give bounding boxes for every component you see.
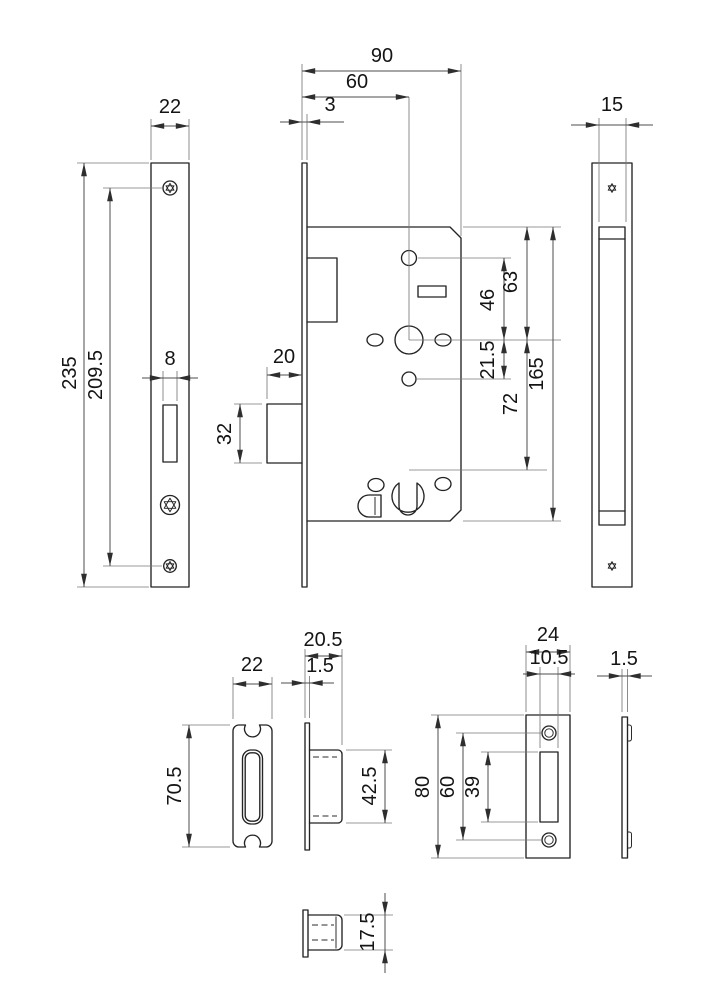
strike-screw-hole-top bbox=[541, 725, 557, 741]
dim-strike-height: 80 bbox=[412, 776, 434, 798]
insert-opening-inner bbox=[244, 752, 261, 822]
dim-insert-height: 70.5 bbox=[164, 767, 186, 806]
latch-bolt bbox=[306, 257, 338, 323]
strike-plate-outline bbox=[525, 714, 571, 859]
torx-screw-middle-icon bbox=[159, 494, 181, 516]
dim-faceplate-height: 235 bbox=[59, 356, 81, 389]
dim-strike-thickness: 1.5 bbox=[610, 648, 638, 670]
box-outline bbox=[307, 914, 343, 951]
side-faceplate-outline bbox=[591, 162, 633, 588]
dim-top-hole-to-follower: 46 bbox=[477, 289, 499, 311]
dim-case-thickness: 15 bbox=[601, 94, 623, 116]
insert-box bbox=[308, 749, 343, 824]
dim-follower-to-lower-hole: 21.5 bbox=[477, 341, 499, 380]
slot-hole bbox=[417, 285, 447, 298]
box-top-view: 17.5 bbox=[302, 893, 393, 973]
insert-plate-outline bbox=[232, 724, 273, 848]
fixing-hole-left bbox=[366, 333, 384, 347]
strike-tab-top bbox=[627, 724, 632, 742]
dim-strike-width: 24 bbox=[537, 624, 559, 646]
deadbolt bbox=[266, 403, 303, 464]
torx-screw-bottom-icon bbox=[607, 561, 617, 569]
lower-hole bbox=[401, 371, 417, 387]
dim-backset: 60 bbox=[346, 71, 368, 93]
dim-insert-box-height: 42.5 bbox=[359, 767, 381, 806]
faceplate-edge bbox=[301, 162, 308, 588]
dim-strike-slot-width: 10.5 bbox=[530, 647, 569, 669]
strike-plate-front-view: 24 10.5 80 60 39 bbox=[412, 624, 575, 859]
dim-insert-depth: 20.5 bbox=[304, 629, 343, 651]
strike-screw-hole-bottom bbox=[541, 832, 557, 848]
strike-plate-side-view: 1.5 bbox=[597, 648, 652, 859]
case-side-view: 15 bbox=[571, 94, 653, 588]
lock-body-view: 90 60 3 20 32 46 21.5 63 72 165 bbox=[214, 45, 561, 588]
dim-insert-width: 22 bbox=[241, 654, 263, 676]
strike-side-plate bbox=[621, 716, 629, 859]
strike-tab-bottom bbox=[627, 831, 632, 849]
dim-follower-to-cylinder: 72 bbox=[500, 393, 522, 415]
dim-total-depth: 90 bbox=[371, 45, 393, 67]
dim-faceplate-width: 22 bbox=[159, 96, 181, 118]
insert-side-plate bbox=[304, 722, 311, 851]
lock-case-outline bbox=[306, 226, 462, 522]
dim-slot-width: 8 bbox=[164, 348, 175, 370]
faceplate-outline bbox=[150, 162, 190, 588]
dim-screw-spacing: 209.5 bbox=[85, 350, 107, 400]
torx-screw-bottom-icon bbox=[163, 559, 177, 573]
faceplate-front-view: 22 235 209.5 8 bbox=[59, 96, 198, 588]
insert-front-view: 22 70.5 bbox=[164, 654, 273, 848]
dim-deadbolt-width: 20 bbox=[273, 346, 295, 368]
deadbolt-slot bbox=[162, 404, 178, 463]
case-edge-outline bbox=[598, 226, 626, 526]
torx-screw-top-icon bbox=[162, 180, 178, 196]
dim-case-height: 165 bbox=[526, 357, 548, 390]
dim-strike-screw-spacing: 60 bbox=[437, 776, 459, 798]
small-hole-cylinder-left bbox=[367, 477, 385, 493]
fixing-hole-cylinder-right bbox=[434, 476, 452, 492]
dim-box-depth: 17.5 bbox=[357, 913, 379, 952]
dim-strike-slot-height: 39 bbox=[462, 776, 484, 798]
detent-detail bbox=[357, 494, 382, 518]
dim-faceplate-thickness: 3 bbox=[324, 94, 335, 116]
dim-case-top-to-follower: 63 bbox=[500, 271, 522, 293]
box-plate-edge bbox=[302, 909, 309, 958]
insert-side-view: 20.5 1.5 42.5 bbox=[281, 629, 392, 851]
dim-deadbolt-height: 32 bbox=[214, 423, 236, 445]
dim-insert-plate-thickness: 1.5 bbox=[306, 655, 334, 677]
euro-cylinder-hole bbox=[391, 482, 425, 516]
torx-screw-top-icon bbox=[607, 183, 617, 191]
strike-slot bbox=[539, 751, 559, 823]
